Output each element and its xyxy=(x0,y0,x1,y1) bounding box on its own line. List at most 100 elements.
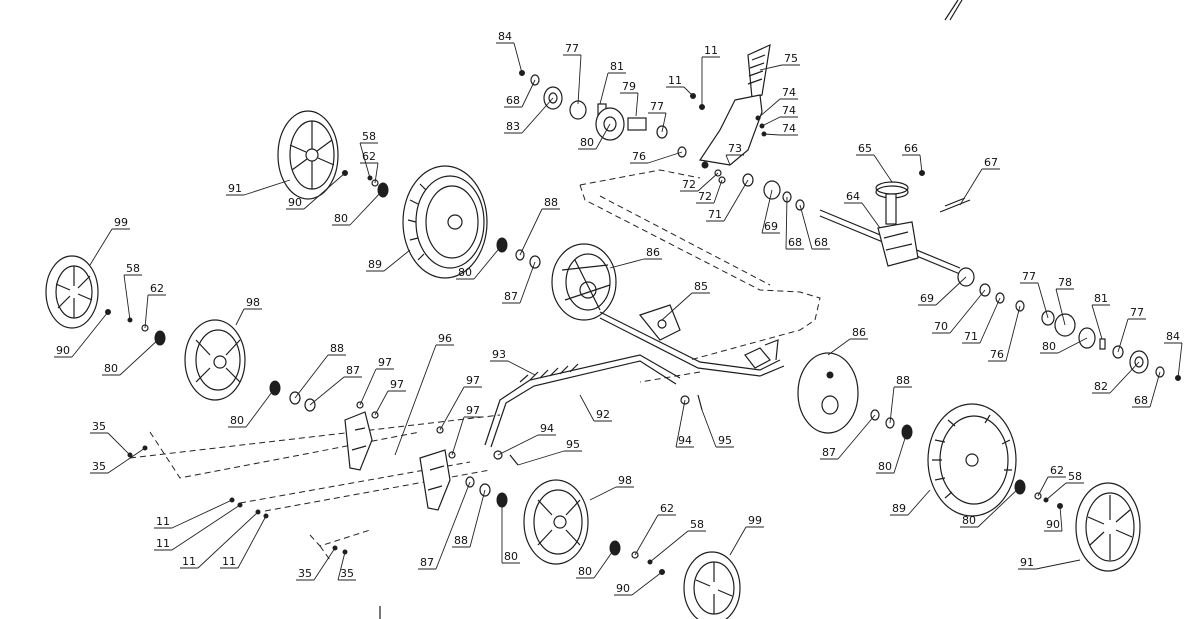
part-number-label: 64 xyxy=(846,190,860,203)
part-number-label: 90 xyxy=(616,582,630,595)
callout-leader-line xyxy=(303,172,346,210)
callout-leader-line xyxy=(977,486,1021,528)
part-85-bracket xyxy=(638,304,681,341)
part-number-label: 80 xyxy=(1042,340,1056,353)
part-70 xyxy=(979,283,991,297)
part-number-label: 99 xyxy=(748,514,762,527)
part-number-label: 62 xyxy=(660,502,674,515)
callout-leader-line xyxy=(439,386,465,431)
part-number-label: 11 xyxy=(156,537,170,550)
part-number-label: 35 xyxy=(340,567,354,580)
callout-leader-line xyxy=(609,258,645,269)
part-number-label: 97 xyxy=(466,404,480,417)
callout-leader-line xyxy=(119,337,161,376)
callout-leader-line xyxy=(519,261,536,304)
part-71-b xyxy=(995,292,1005,304)
part-88 xyxy=(515,249,525,261)
part-number-label: 97 xyxy=(390,378,404,391)
part-number-label: 83 xyxy=(506,120,520,133)
part-number-label: 58 xyxy=(362,130,376,143)
part-number-label: 77 xyxy=(1130,306,1144,319)
part-77-bushing-b xyxy=(656,125,668,139)
part-number-label: 70 xyxy=(934,320,948,333)
part-95-b xyxy=(509,454,519,466)
gearbox-group xyxy=(819,170,971,275)
callout-leader-line xyxy=(683,86,694,97)
callout-leader-line xyxy=(1109,361,1140,394)
callout-leader-line xyxy=(337,551,346,581)
part-number-label: 98 xyxy=(246,296,260,309)
part-number-label: 74 xyxy=(782,86,796,99)
part-number-label: 94 xyxy=(678,434,692,447)
callout-leader-line xyxy=(235,308,245,326)
part-number-label: 74 xyxy=(782,122,796,135)
part-97-d xyxy=(448,451,456,459)
callout-leader-line xyxy=(1117,318,1129,353)
part-99-hubcap-b xyxy=(683,551,741,619)
part-number-label: 80 xyxy=(878,460,892,473)
callout-leader-line xyxy=(171,499,233,529)
part-number-label: 73 xyxy=(728,142,742,155)
callout-leader-line xyxy=(873,154,893,183)
part-number-label: 67 xyxy=(984,156,998,169)
part-number-label: 11 xyxy=(182,555,196,568)
part-94-a xyxy=(680,395,690,405)
callout-leader-line xyxy=(1149,371,1161,408)
callout-leader-line xyxy=(171,504,241,551)
stray-marks xyxy=(379,0,963,619)
part-number-label: 80 xyxy=(962,514,976,527)
callout-leader-line xyxy=(435,481,471,570)
callout-leader-line xyxy=(1005,305,1021,362)
callout-leader-line xyxy=(799,204,813,250)
callout-leader-line xyxy=(763,133,781,136)
part-number-label: 97 xyxy=(466,374,480,387)
part-71-washer xyxy=(742,173,754,187)
part-88-c xyxy=(479,483,491,497)
part-68-d xyxy=(1155,366,1165,378)
part-number-label: 74 xyxy=(782,104,796,117)
callout-leader-line xyxy=(761,189,773,234)
part-72-a xyxy=(714,169,722,177)
part-number-label: 71 xyxy=(964,330,978,343)
part-number-label: 35 xyxy=(92,460,106,473)
callout-leader-line xyxy=(979,297,1001,344)
part-87-b xyxy=(304,398,316,412)
part-number-label: 80 xyxy=(230,414,244,427)
callout-leader-line xyxy=(631,571,663,596)
callout-leader-line xyxy=(893,431,908,474)
part-number-label: 66 xyxy=(904,142,918,155)
callout-leader-line xyxy=(725,154,731,166)
part-number-label: 77 xyxy=(1022,270,1036,283)
callout-leader-line xyxy=(661,112,667,133)
part-88-b xyxy=(289,391,301,405)
callout-leader-line xyxy=(349,189,384,226)
part-number-label: 58 xyxy=(1068,470,1082,483)
part-73-lever-plate xyxy=(698,94,763,166)
part-number-label: 85 xyxy=(694,280,708,293)
callout-leader-line xyxy=(713,179,723,204)
callout-leader-line xyxy=(861,202,881,229)
callout-leader-line xyxy=(294,354,329,399)
callout-leader-line xyxy=(107,447,146,474)
callout-leader-line xyxy=(451,416,465,456)
part-number-label: 80 xyxy=(504,550,518,563)
callout-leader-line xyxy=(697,172,719,192)
callout-leader-line xyxy=(647,151,683,164)
part-number-label: 68 xyxy=(788,236,802,249)
callout-leader-line xyxy=(1057,337,1088,354)
rear-right-wheel-group xyxy=(927,403,1141,572)
part-number-label: 11 xyxy=(222,555,236,568)
callout-leader-line xyxy=(701,409,717,448)
callout-leader-line xyxy=(473,244,503,280)
callout-leader-line xyxy=(723,179,749,222)
callout-leader-line xyxy=(675,399,686,448)
part-87-c xyxy=(465,476,475,488)
part-number-label: 69 xyxy=(764,220,778,233)
right-shaft-group xyxy=(957,267,1181,381)
part-93-spring xyxy=(519,363,579,383)
callout-leader-line xyxy=(469,489,486,548)
part-98-wheel xyxy=(184,319,246,401)
part-86-plate xyxy=(551,243,617,321)
part-number-label: 80 xyxy=(458,266,472,279)
part-number-label: 90 xyxy=(1046,518,1060,531)
